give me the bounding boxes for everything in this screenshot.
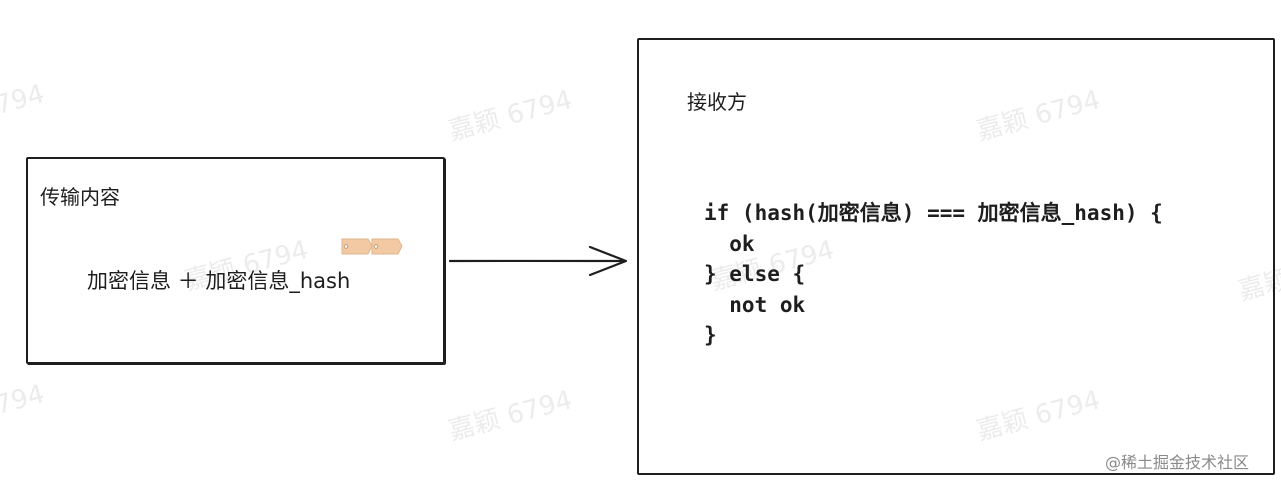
arrow-icon [448, 245, 628, 277]
watermark: 嘉颖 6794 [445, 385, 576, 447]
code-line: if (hash(加密信息) === 加密信息_hash) { [704, 201, 1163, 225]
tag-icon [371, 238, 403, 255]
sender-box-title: 传输内容 [40, 185, 120, 209]
source-credit: @稀土掘金技术社区 [1105, 453, 1250, 472]
tags-icon [341, 238, 403, 255]
sender-box [26, 157, 445, 364]
code-line: ok [704, 231, 755, 256]
tag-icon [341, 238, 373, 255]
verification-code: if (hash(加密信息) === 加密信息_hash) { ok } else… [704, 198, 1163, 351]
watermark: 794 [0, 79, 48, 121]
watermark: 嘉颖 6794 [445, 85, 576, 147]
code-line: } [704, 323, 717, 347]
transmission-content: 加密信息 ＋ 加密信息_hash [87, 269, 351, 293]
code-line: } else { [704, 262, 806, 286]
receiver-box [637, 38, 1275, 475]
watermark: 794 [0, 379, 48, 421]
code-line: not ok [704, 292, 806, 317]
receiver-box-title: 接收方 [687, 90, 747, 114]
